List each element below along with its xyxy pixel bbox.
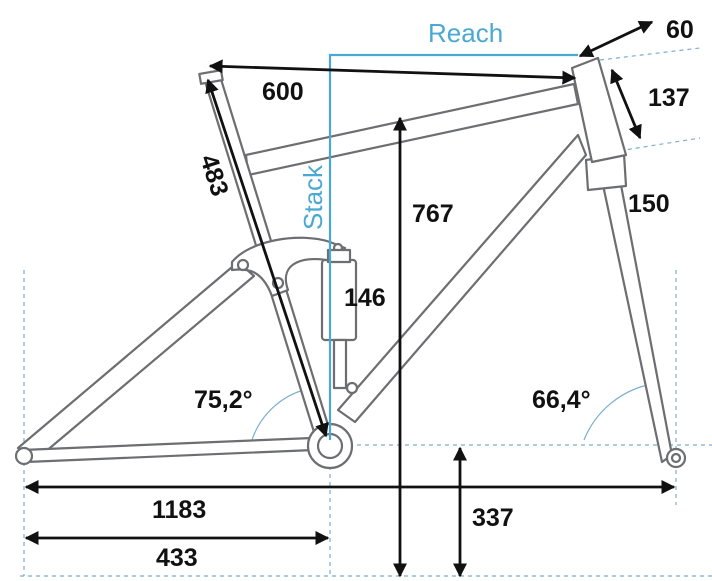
- shock-eye-bottom: [345, 381, 359, 395]
- seat-angle-label: 75,2°: [194, 386, 253, 414]
- down-tube: [336, 133, 588, 424]
- top-tube-arrow: [208, 59, 577, 85]
- seat-stay: [16, 260, 256, 460]
- rear-dropout: [14, 446, 34, 466]
- shock-eye-top: [326, 248, 352, 264]
- wheelbase-label: 1183: [152, 496, 206, 524]
- stack-label: Stack: [298, 164, 328, 230]
- dimension-arrows: [24, 20, 676, 578]
- headtube-top-ref: [599, 47, 701, 61]
- offset-label: 60: [666, 16, 694, 44]
- rocker-pivot-1: [236, 258, 250, 272]
- shock-shaft: [332, 338, 348, 390]
- stack-height-label: 767: [412, 200, 454, 228]
- fork: [601, 183, 674, 464]
- reach-stack-line: [328, 53, 578, 440]
- offset-arrow: [578, 20, 654, 58]
- labels: Reach Stack 60 600 137 483 767 150 146 7…: [152, 16, 694, 572]
- head-tube-arrow: [610, 68, 642, 140]
- front-axle: [670, 452, 682, 464]
- head-tube-label: 137: [648, 84, 690, 112]
- head-angle-arc: [583, 383, 653, 441]
- reach-label: Reach: [428, 18, 503, 48]
- headtube-bottom-ref: [611, 137, 701, 153]
- fork-length-label: 150: [628, 190, 670, 218]
- seat-tube-arrow: [205, 78, 329, 438]
- head-angle-label: 66,4°: [532, 386, 591, 414]
- chain-stay: [20, 436, 316, 464]
- shock-length-label: 146: [344, 284, 386, 312]
- bb-height-label: 337: [472, 504, 514, 532]
- chainstay-label: 433: [156, 544, 198, 572]
- top-tube-label: 600: [262, 78, 304, 106]
